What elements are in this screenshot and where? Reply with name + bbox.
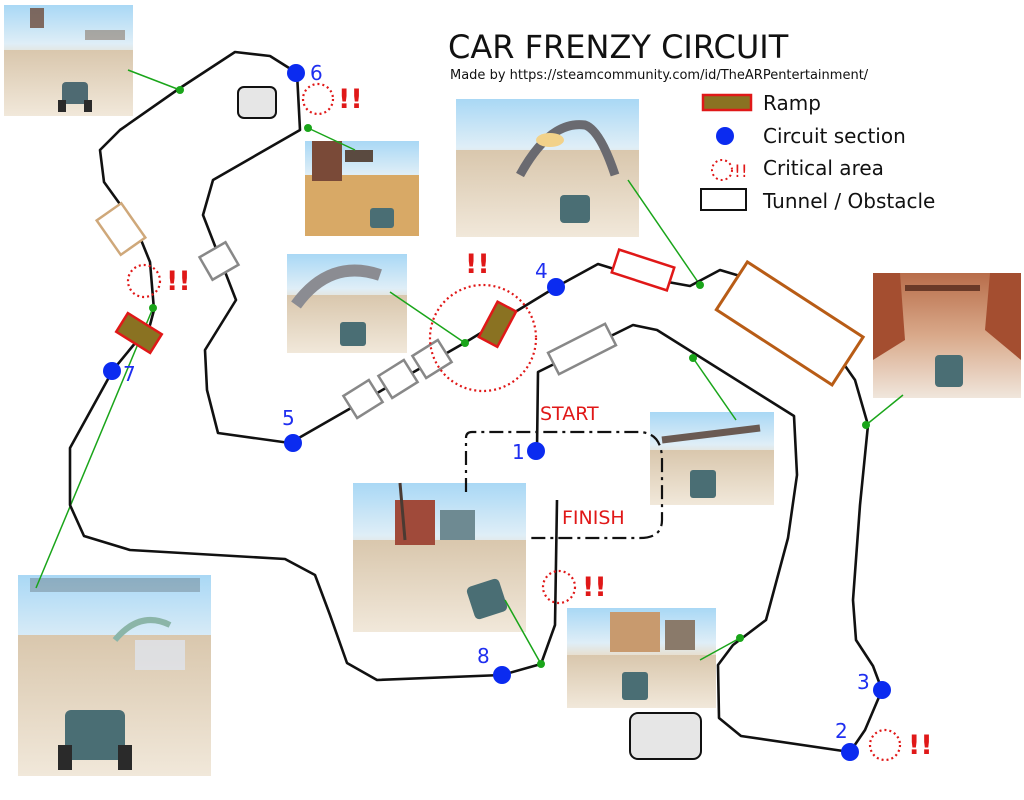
screenshot-start-village [353,482,526,632]
connector-lines [35,69,904,665]
screenshot-arch-jump [287,254,407,353]
section-label-2: 2 [835,719,848,743]
section-label-1: 1 [512,440,525,464]
critical-mark-left: !! [166,266,191,297]
section-dot-5 [284,434,302,452]
critical-left [126,263,162,299]
section-label-7: 7 [123,362,136,386]
tunnel-gray-start [546,322,618,376]
critical-6 [301,82,335,116]
legend-critical-swatch [711,159,733,181]
screenshot-checkpoint-gate [18,575,211,776]
section-dot-3 [873,681,891,699]
critical-2 [868,728,902,762]
map-title: CAR FRENZY CIRCUIT [448,28,789,66]
critical-center [428,283,538,393]
section-dot-1 [527,442,545,460]
screenshot-rocky-canyon [873,273,1021,398]
section-label-6: 6 [310,61,323,85]
legend-section-label: Circuit section [763,124,906,148]
connector-dots [149,86,870,668]
screenshot-hilltop-ruins [4,5,133,116]
legend: Ramp Circuit section !! Critical area Tu… [700,91,935,213]
section-dot-6 [287,64,305,82]
legend-section-swatch [716,127,734,145]
start-finish-link [464,430,664,540]
legend-tunnel-label: Tunnel / Obstacle [762,189,935,213]
section-label-5: 5 [282,406,295,430]
legend-ramp-swatch [701,93,753,112]
tunnels [94,86,866,760]
tunnel-gray-left [197,240,241,282]
map-credit: Made by https://steamcommunity.com/id/Th… [450,68,869,83]
screenshot-rail-bridge [650,412,774,505]
finish-label: FINISH [562,507,625,529]
obstacle-bottom [629,712,702,760]
section-dot-8 [493,666,511,684]
legend-critical-label: Critical area [763,156,884,180]
section-label-3: 3 [857,670,870,694]
track-path [68,50,884,754]
tunnel-orange-big [714,259,866,387]
section-dot-7 [103,362,121,380]
ramps [114,299,518,355]
critical-mark-6: !! [338,84,363,115]
tunnel-gray-mid-2 [376,358,420,400]
section-label-8: 8 [477,644,490,668]
critical-finish [541,569,577,605]
critical-mark-2: !! [908,730,933,761]
screenshot-shacks [567,608,716,708]
tunnel-tan [94,201,148,257]
critical-mark-center: !! [465,249,490,280]
legend-critical-mark: !! [734,162,748,182]
legend-tunnel-swatch [700,188,747,211]
section-dots [103,64,891,761]
tunnel-red-top [610,248,676,292]
ramp-left [114,311,164,355]
screenshot-claw-gate [456,99,639,237]
critical-mark-finish: !! [582,572,607,603]
legend-ramp-label: Ramp [763,91,821,115]
ramp-center [477,299,518,349]
critical-areas [126,82,902,762]
screenshot-shipwreck [305,141,419,236]
obstacle-top [237,86,277,119]
section-dot-2 [841,743,859,761]
tunnel-gray-mid-3 [410,338,454,380]
section-dot-4 [547,278,565,296]
section-label-4: 4 [535,259,548,283]
tunnel-gray-mid-1 [341,378,385,420]
start-label: START [540,403,599,425]
